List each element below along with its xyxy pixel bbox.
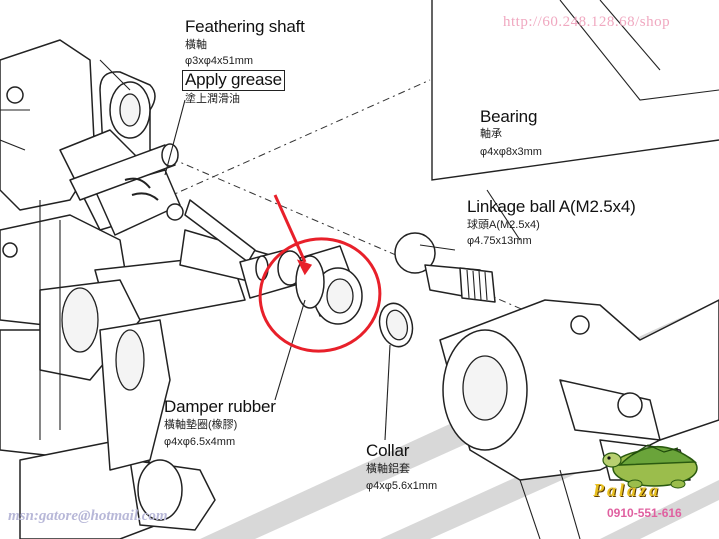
leader-lines: [99, 59, 521, 441]
watermark-url: http://60.248.128.68/shop: [503, 14, 671, 30]
linkage-ball-cn: 球頭A(M2.5x4): [467, 219, 540, 231]
collar-spec: φ4xφ5.6x1mm: [366, 480, 438, 492]
bearing-inset-detail-2: [599, 0, 661, 71]
collar-part: [378, 302, 414, 348]
brand-phone: 0910-551-616: [607, 506, 682, 520]
bearing-spec: φ4xφ8x3mm: [480, 146, 542, 158]
blade-grip-part: [439, 299, 719, 539]
damper-rubber-cn: 橫軸墊圈(橡膠): [164, 419, 238, 431]
feathering-centerline: [149, 79, 431, 206]
watermark-msn: msn:gatore@hotmail.com: [8, 508, 168, 524]
damper-rubber-title: Damper rubber: [164, 397, 276, 416]
brand-logo-text: Palaza: [593, 480, 662, 500]
feathering-shaft-cn: 橫軸: [185, 39, 207, 51]
bearing-cn: 軸承: [480, 128, 502, 140]
linkage-ball-part: [394, 232, 496, 303]
bearing-title: Bearing: [480, 107, 538, 126]
damper-rubber-spec: φ4xφ6.5x4mm: [164, 436, 236, 448]
linkage-ball-title: Linkage ball A(M2.5x4): [467, 197, 636, 216]
apply-grease-title: Apply grease: [182, 70, 285, 91]
damper-rubber-part: [295, 245, 363, 325]
turtle-mascot-icon: [602, 444, 698, 489]
feathering-shaft-part: [69, 143, 179, 201]
feathering-shaft-spec: φ3xφ4x51mm: [185, 55, 254, 67]
linkage-ball-spec: φ4.75x13mm: [467, 235, 532, 247]
bearing-inset-frame: [431, 0, 719, 181]
bearing-inset-detail: [559, 0, 719, 101]
apply-grease-cn: 塗上潤滑油: [185, 93, 240, 105]
feathering-shaft-title: Feathering shaft: [185, 17, 305, 36]
shaft-with-ring: [239, 249, 303, 299]
highlight-annotation: [258, 194, 382, 353]
collar-title: Collar: [366, 441, 410, 460]
collar-cn: 橫軸鋁套: [366, 463, 410, 475]
rotor-head-assembly: [0, 39, 271, 539]
